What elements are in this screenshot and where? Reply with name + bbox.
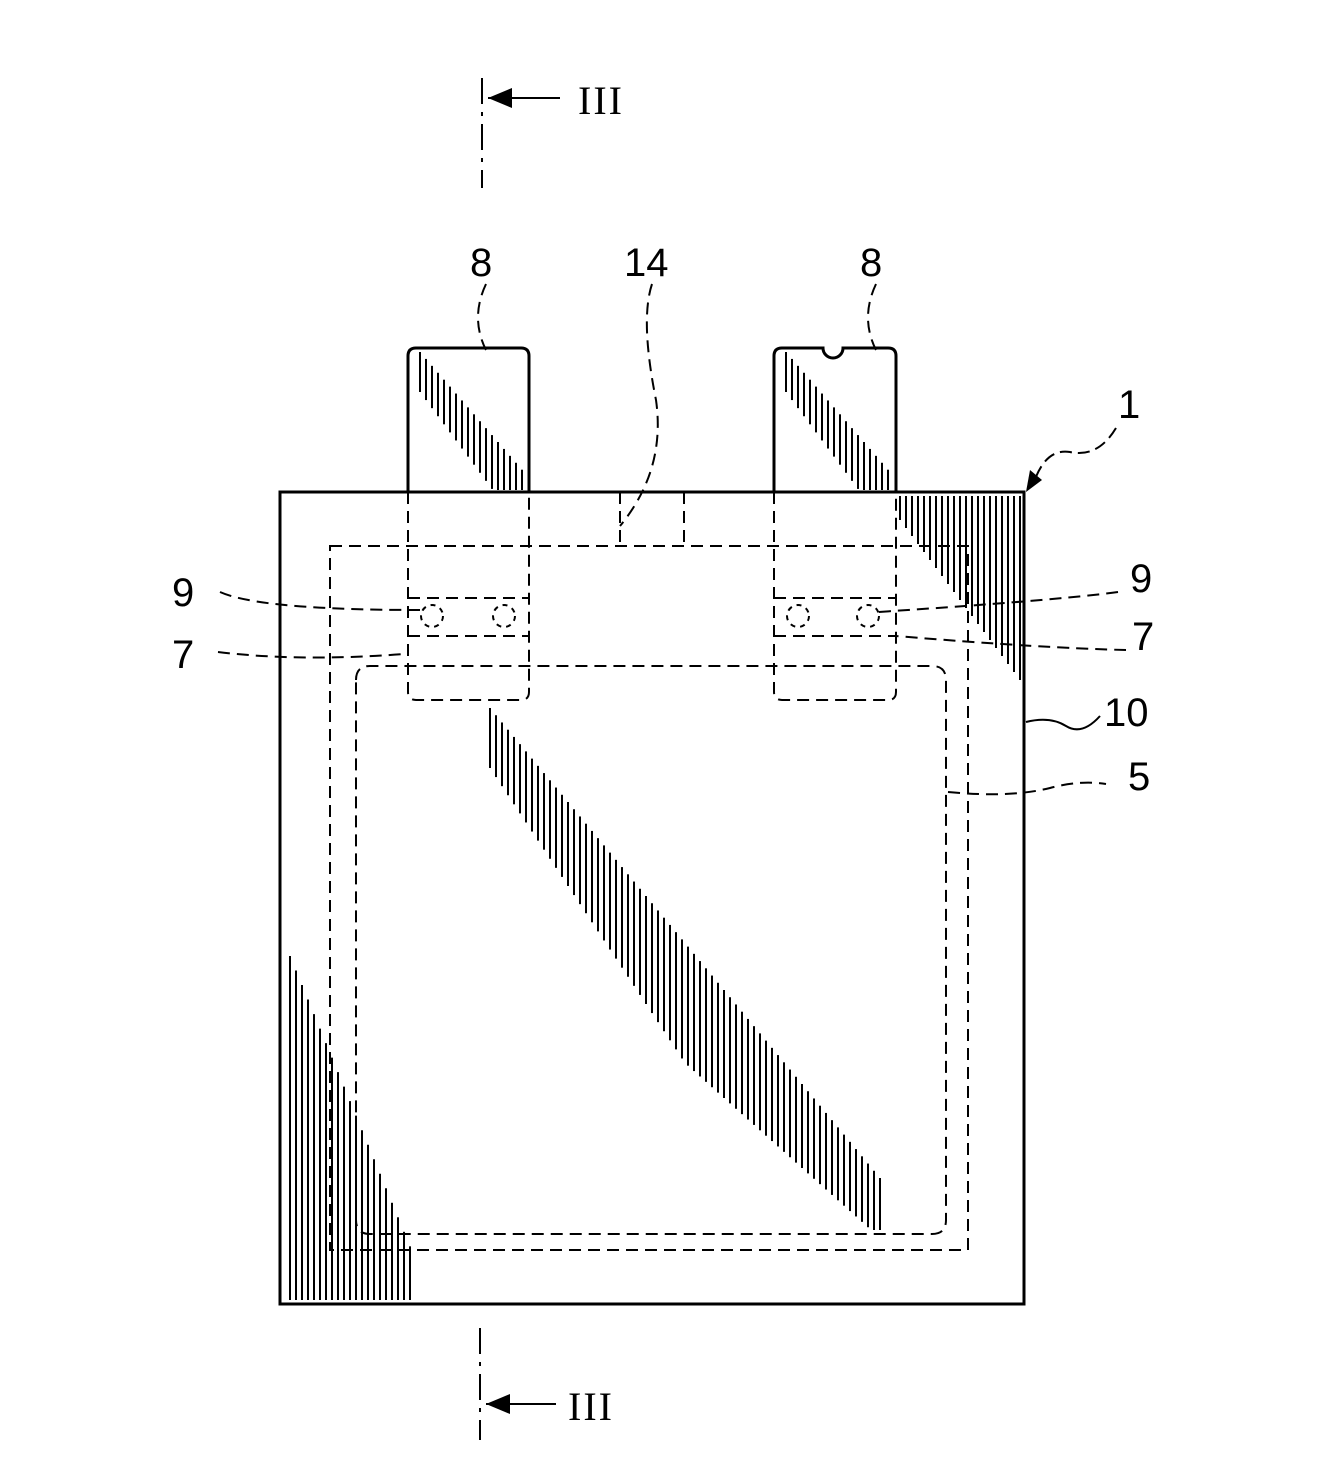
label-tab-right: 8 (860, 241, 882, 285)
label-9-left: 9 (172, 571, 194, 615)
hatch-corner-top-right (900, 496, 1020, 680)
section-line-top: III (482, 78, 624, 188)
hatch-tab-left (420, 352, 522, 490)
section-mark-bottom: III (568, 1384, 614, 1429)
element-14 (620, 492, 684, 546)
label-tab-left: 8 (470, 241, 492, 285)
section-mark-top: III (578, 78, 624, 123)
seal-boundary (330, 546, 968, 1250)
label-14: 14 (624, 241, 669, 285)
label-7-right: 7 (1132, 615, 1154, 659)
label-7-left: 7 (172, 633, 194, 677)
label-5: 5 (1128, 755, 1150, 799)
hatch-tab-right (786, 352, 888, 490)
weld-spot-right-2 (857, 605, 879, 627)
label-9-right: 9 (1130, 557, 1152, 601)
hatch-corner-bottom-left (290, 956, 410, 1300)
weld-spot-right-1 (787, 605, 809, 627)
tab-right-hidden (774, 492, 896, 700)
weld-spot-left-1 (421, 605, 443, 627)
tab-left-hidden (408, 492, 529, 700)
hatch-center-diagonal (490, 708, 880, 1230)
label-10: 10 (1104, 691, 1149, 735)
label-1: 1 (1118, 383, 1140, 427)
outer-casing (280, 492, 1024, 1304)
weld-spot-left-2 (493, 605, 515, 627)
section-line-bottom: III (480, 1328, 614, 1440)
